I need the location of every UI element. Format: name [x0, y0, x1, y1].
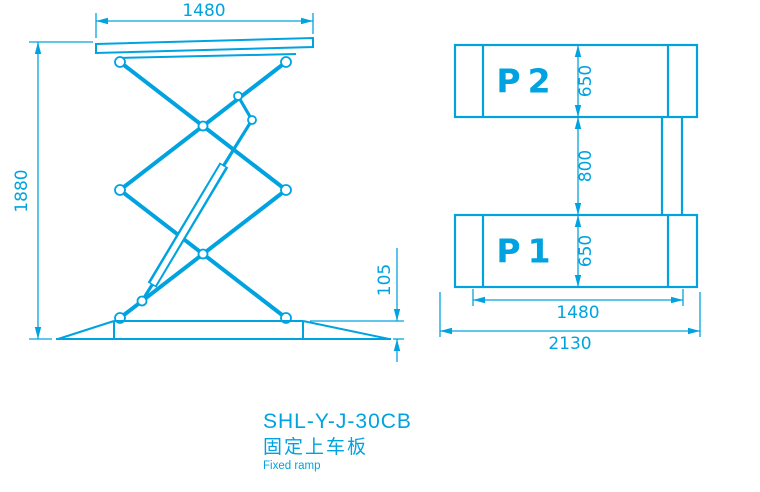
scissor-arms — [118, 60, 288, 320]
plan-view: P2 P1 650 800 650 1480 — [439, 43, 701, 354]
dim-lift-height-label: 1880 — [12, 169, 32, 212]
caption-block: SHL-Y-J-30CB 固定上车板 Fixed ramp — [263, 410, 412, 472]
product-name-english: Fixed ramp — [263, 460, 321, 472]
dim-base-height-label: 105 — [375, 264, 395, 296]
dim-p2-width-label: 650 — [576, 65, 596, 97]
dim-p1-width-label: 650 — [576, 235, 596, 267]
platform-p1-label: P1 — [496, 232, 557, 271]
dim-overall-length: 2130 — [439, 292, 701, 354]
connecting-beam — [660, 117, 684, 215]
dim-platform-width-label: 1480 — [182, 1, 225, 21]
platform-slab — [95, 36, 314, 55]
dim-platform-width: 1480 — [95, 1, 314, 38]
dim-center-gap-label: 800 — [576, 150, 596, 182]
platform-p2-label: P2 — [496, 62, 557, 101]
base-and-ramps — [56, 320, 391, 340]
dim-platform-length-label: 1480 — [556, 303, 599, 323]
platform-p1: P1 — [453, 213, 699, 289]
dim-vertical-chain: 650 800 650 — [574, 45, 596, 287]
dim-overall-length-label: 2130 — [548, 334, 591, 354]
platform-underframe — [117, 53, 297, 59]
pivot-joints — [114, 56, 292, 324]
left-ramp — [57, 320, 115, 340]
right-ramp — [302, 320, 390, 340]
side-view: 1480 1880 — [12, 1, 404, 362]
dim-lift-height: 1880 — [12, 41, 93, 340]
model-number: SHL-Y-J-30CB — [263, 410, 412, 433]
dim-base-height: 105 — [310, 248, 404, 362]
product-name-chinese: 固定上车板 — [263, 436, 368, 458]
hydraulic-cylinder — [140, 94, 254, 303]
dim-platform-length: 1480 — [472, 289, 684, 323]
